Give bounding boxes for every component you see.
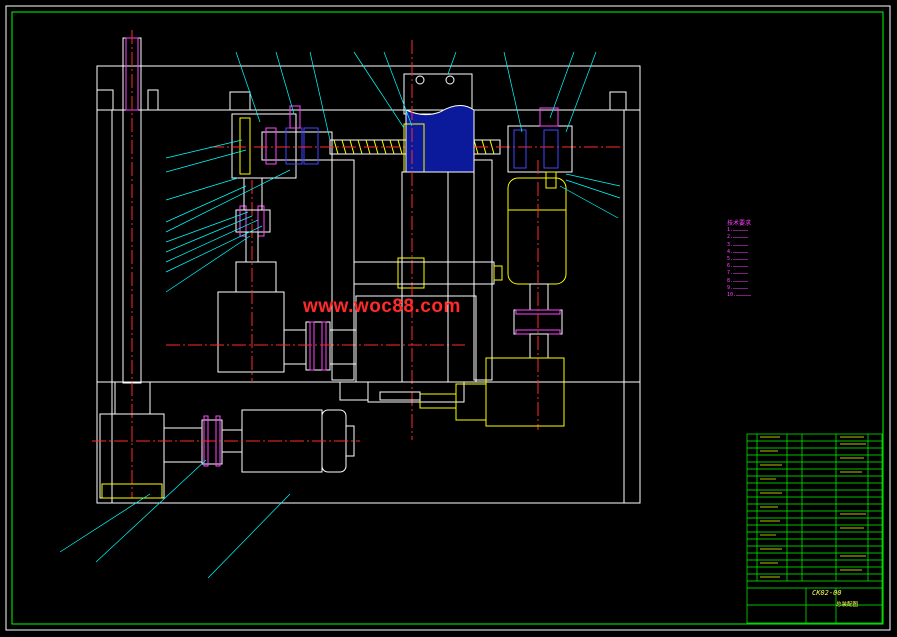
requirement-line: 8.……………: [727, 277, 749, 284]
requirement-line: 6.……………: [727, 263, 749, 270]
requirement-line: 2.……………: [727, 234, 749, 241]
vertical-column: [114, 30, 151, 498]
bottom-drive: [92, 409, 360, 499]
outer-frame: [5, 5, 891, 631]
requirement-line: 3.……………: [727, 241, 749, 248]
technical-requirements: 技术要求 1.…………… 2.…………… 3.…………… 4.…………… 5.……: [727, 220, 751, 299]
technical-requirements-title: 技术要求: [727, 220, 752, 227]
requirement-line: 10.……………: [727, 292, 752, 299]
title-block: [746, 433, 883, 624]
requirement-line: 7.……………: [727, 270, 749, 277]
inner-frame: [11, 11, 884, 625]
central-carriage: [397, 40, 475, 440]
gear-cluster: [235, 177, 271, 263]
drawing-code: CK02-00: [812, 589, 842, 597]
leader-lines: [59, 51, 621, 579]
right-motor: [507, 160, 567, 430]
lower-right-motor: [379, 357, 565, 427]
drawing-name: 总装配图: [836, 602, 859, 608]
requirement-line: 5.……………: [727, 256, 749, 263]
watermark-text: www.woc88.com: [303, 296, 461, 317]
base-plate: [96, 65, 641, 504]
requirement-line: 4.……………: [727, 248, 749, 255]
side-plates: [331, 159, 503, 403]
requirement-line: 1.……………: [727, 227, 749, 234]
right-bearing-housing: [507, 107, 573, 189]
left-motor: [166, 180, 465, 382]
requirement-line: 9.……………: [727, 284, 749, 291]
left-bearing-housing: [231, 105, 333, 179]
